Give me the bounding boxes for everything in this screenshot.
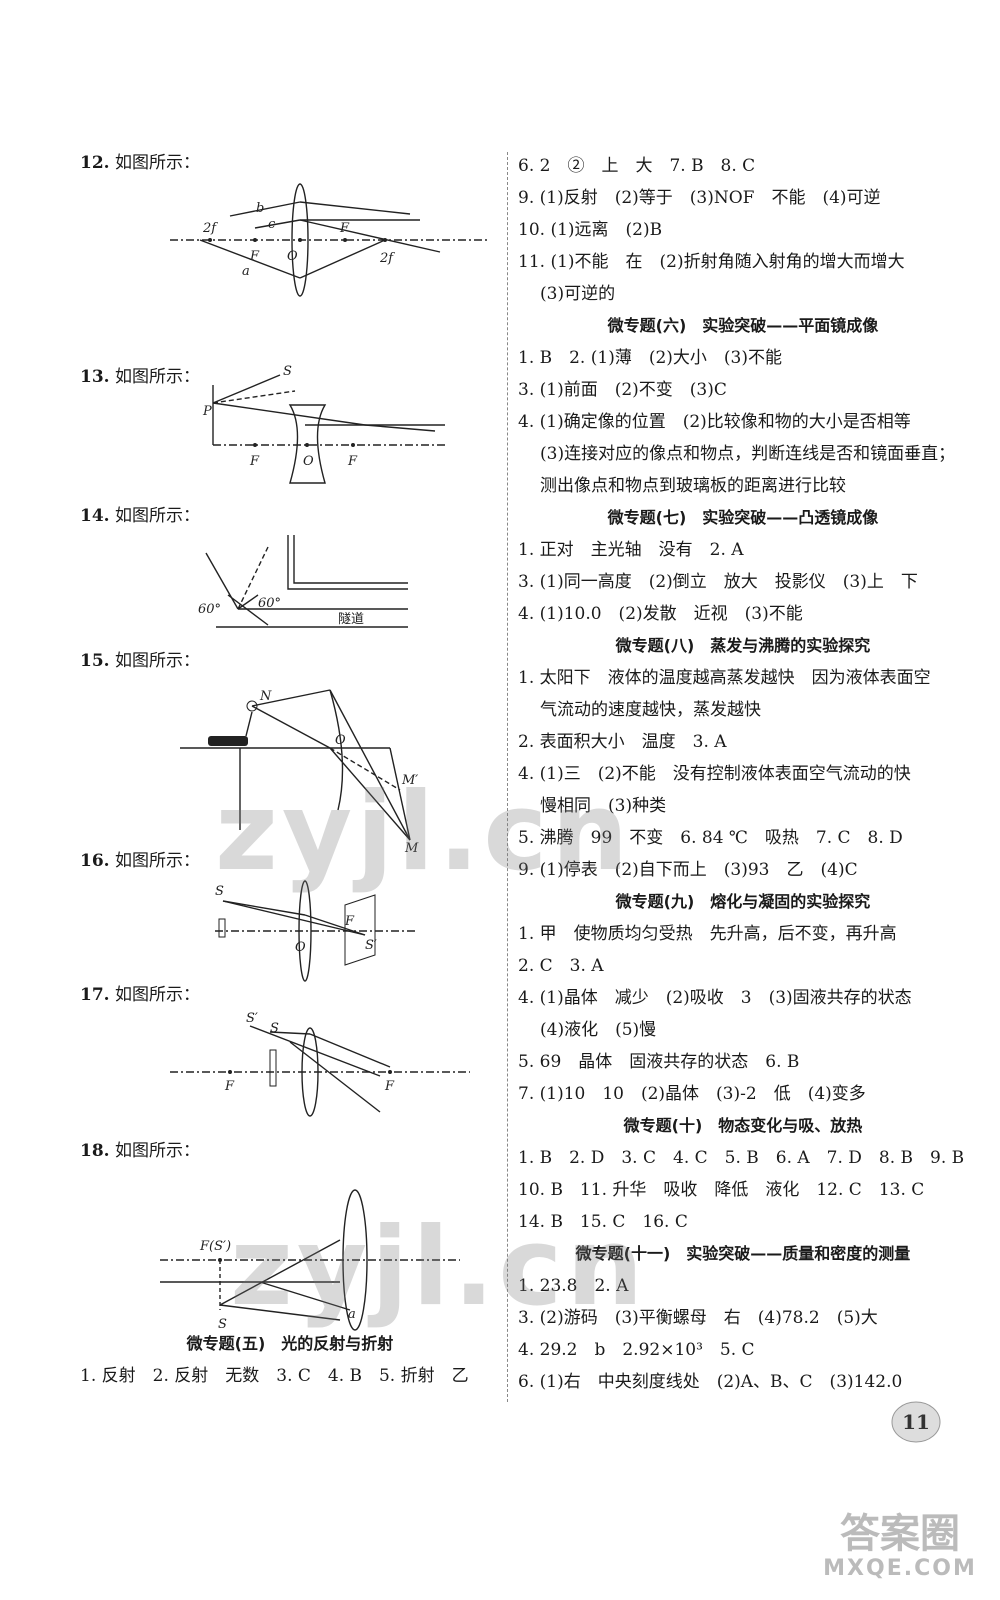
fig13-label-S: S [283,364,292,379]
question-12-label: 12. 如图所示： [80,153,200,173]
answer-line: 11. (1)不能 在 (2)折射角随入射角的增大而增大 [518,252,905,272]
question-16-label: 16. 如图所示： [80,851,200,871]
fig13-label-F-right: F [347,454,358,469]
answer-line: 1. 反射 2. 反射 无数 3. C 4. B 5. 折射 乙 [80,1366,469,1386]
answer-line: 4. (1)确定像的位置 (2)比较像和物的大小是否相等 [518,412,911,432]
section-heading: 微专题(九) 熔化与凝固的实验探究 [615,892,871,911]
fig17-label-S-prime: S′ [246,1011,258,1026]
fig14-angle-left: 60° [198,602,221,617]
answer-line: 3. (1)前面 (2)不变 (3)C [518,380,727,400]
question-14-label: 14. 如图所示： [80,506,200,526]
page-number-ornament: 11 [891,1401,941,1443]
answer-line: 9. (1)反射 (2)等于 (3)NOF 不能 (4)可逆 [518,188,881,208]
figure-16-lens-screen-diagram: S O F S′ [215,880,415,982]
fig16-label-S: S [215,884,224,899]
corner-logo-bottom: MXQE.COM [823,1556,977,1581]
answer-line: 测出像点和物点到玻璃板的距离进行比较 [540,476,846,496]
fig16-label-F: F [344,914,355,929]
fig15-label-O: O [335,733,346,748]
answer-line: 10. B 11. 升华 吸收 降低 液化 12. C 13. C [518,1180,925,1200]
fig14-angle-right: 60° [258,596,281,611]
answer-line: 4. (1)10.0 (2)发散 近视 (3)不能 [518,604,803,624]
answer-line: 10. (1)远离 (2)B [518,220,663,240]
fig12-label-b: b [256,201,264,216]
question-18-label: 18. 如图所示： [80,1141,200,1161]
fig18-label-S: S [218,1317,227,1332]
question-13-label: 13. 如图所示： [80,367,200,387]
fig12-label-F-left: F [249,249,260,264]
fig17-label-F-left: F [224,1079,235,1094]
page-number-badge: 11 [888,1398,948,1444]
section-heading: 微专题(六) 实验突破——平面镜成像 [607,316,879,335]
fig13-label-F-left: F [249,454,260,469]
fig18-label-a: a [348,1307,356,1322]
figure-13-concave-lens-diagram: S P F O F [202,364,445,484]
section-heading: 微专题(十) 物态变化与吸、放热 [623,1116,863,1135]
answer-line: 1. B 2. D 3. C 4. C 5. B 6. A 7. D 8. B … [518,1148,965,1168]
figure-15-water-reflection-diagram: N O M′ M [180,689,419,856]
answer-line: (3)可逆的 [540,284,616,304]
answer-line: 1. 23.8 2. A [518,1276,629,1296]
answer-line: 4. (1)晶体 减少 (2)吸收 3 (3)固液共存的状态 [518,988,912,1008]
left-bottom-section: 微专题(五) 光的反射与折射 1. 反射 2. 反射 无数 3. C 4. B … [80,1328,500,1392]
answer-line: 2. 表面积大小 温度 3. A [518,732,727,752]
figure-12-convex-lens-diagram: 2f b c F O F 2f a [170,183,490,297]
answer-line: 9. (1)停表 (2)自下而上 (3)93 乙 (4)C [518,860,858,880]
answer-line: 4. (1)三 (2)不能 没有控制液体表面空气流动的快 [518,764,911,784]
fig13-label-O: O [303,454,314,469]
section-heading-5: 微专题(五) 光的反射与折射 [186,1334,394,1353]
answer-line: 1. B 2. (1)薄 (2)大小 (3)不能 [518,348,782,368]
watermark: zyjl.cn [230,1205,648,1330]
fig12-label-c: c [268,217,276,232]
fig15-label-M: M [404,841,419,856]
fig12-label-O: O [287,249,298,264]
fig17-label-S: S [270,1021,279,1036]
answer-line: 3. (2)游码 (3)平衡螺母 右 (4)78.2 (5)大 [518,1308,878,1328]
figure-18-mirror-lens-diagram: F(S′) S a [160,1189,460,1332]
watermark: zyjl.cn [215,770,633,895]
section-heading: 微专题(七) 实验突破——凸透镜成像 [607,508,879,527]
answer-line: (3)连接对应的像点和物点，判断连线是否和镜面垂直； [540,444,956,464]
fig18-label-F-S-prime: F(S′) [199,1239,231,1254]
answer-line: 7. (1)10 10 (2)晶体 (3)-2 低 (4)变多 [518,1084,866,1104]
answer-line: (4)液化 (5)慢 [540,1020,657,1040]
answer-line: 1. 甲 使物质均匀受热 先升高，后不变，再升高 [518,924,897,944]
fig12-label-2f-left: 2f [202,221,218,236]
answer-line: 1. 太阳下 液体的温度越高蒸发越快 因为液体表面空 [518,668,931,688]
fig16-label-O: O [295,940,306,955]
right-column: 6. 2 ② 上 大 7. B 8. C 9. (1)反射 (2)等于 (3)NO… [518,150,968,1398]
fig12-label-a: a [242,264,250,279]
corner-logo-top: 答案圈 [840,1511,960,1557]
answer-line: 6. (1)右 中央刻度线处 (2)A、B、C (3)142.0 [518,1372,903,1392]
fig13-label-P: P [202,404,212,419]
fig15-label-N: N [259,689,272,704]
figure-17-virtual-image-diagram: S′ S F F [170,1011,470,1117]
fig17-label-F-right: F [384,1079,395,1094]
question-17-label: 17. 如图所示： [80,985,200,1005]
column-divider [507,152,508,1402]
page-number: 11 [902,1410,930,1434]
fig12-label-2f-right: 2f [379,251,395,266]
section-heading: 微专题(十一) 实验突破——质量和密度的测量 [575,1244,911,1263]
fig15-label-M-prime: M′ [401,773,418,788]
fig14-tunnel-label: 隧道 [338,611,364,627]
question-15-label: 15. 如图所示： [80,651,200,671]
figure-14-tunnel-diagram: 60° 60° 隧道 [198,535,408,628]
section-heading: 微专题(八) 蒸发与沸腾的实验探究 [615,636,871,655]
answer-line: 1. 正对 主光轴 没有 2. A [518,540,744,560]
fig12-label-F-right: F [339,221,350,236]
answer-line: 4. 29.2 b 2.92×10³ 5. C [518,1340,755,1360]
answer-line: 5. 沸腾 99 不变 6. 84 ℃ 吸热 7. C 8. D [518,828,903,848]
answer-line: 慢相同 (3)种类 [540,796,667,816]
answer-line: 3. (1)同一高度 (2)倒立 放大 投影仪 (3)上 下 [518,572,918,592]
answer-line: 6. 2 ② 上 大 7. B 8. C [518,156,756,176]
corner-logo: 答案圈 MXQE.COM [820,1512,980,1592]
answer-line: 气流动的速度越快，蒸发越快 [540,700,761,720]
answer-line: 14. B 15. C 16. C [518,1212,688,1232]
fig16-label-S-prime: S′ [365,938,377,953]
answer-line: 2. C 3. A [518,956,604,976]
answer-line: 5. 69 晶体 固液共存的状态 6. B [518,1052,800,1072]
